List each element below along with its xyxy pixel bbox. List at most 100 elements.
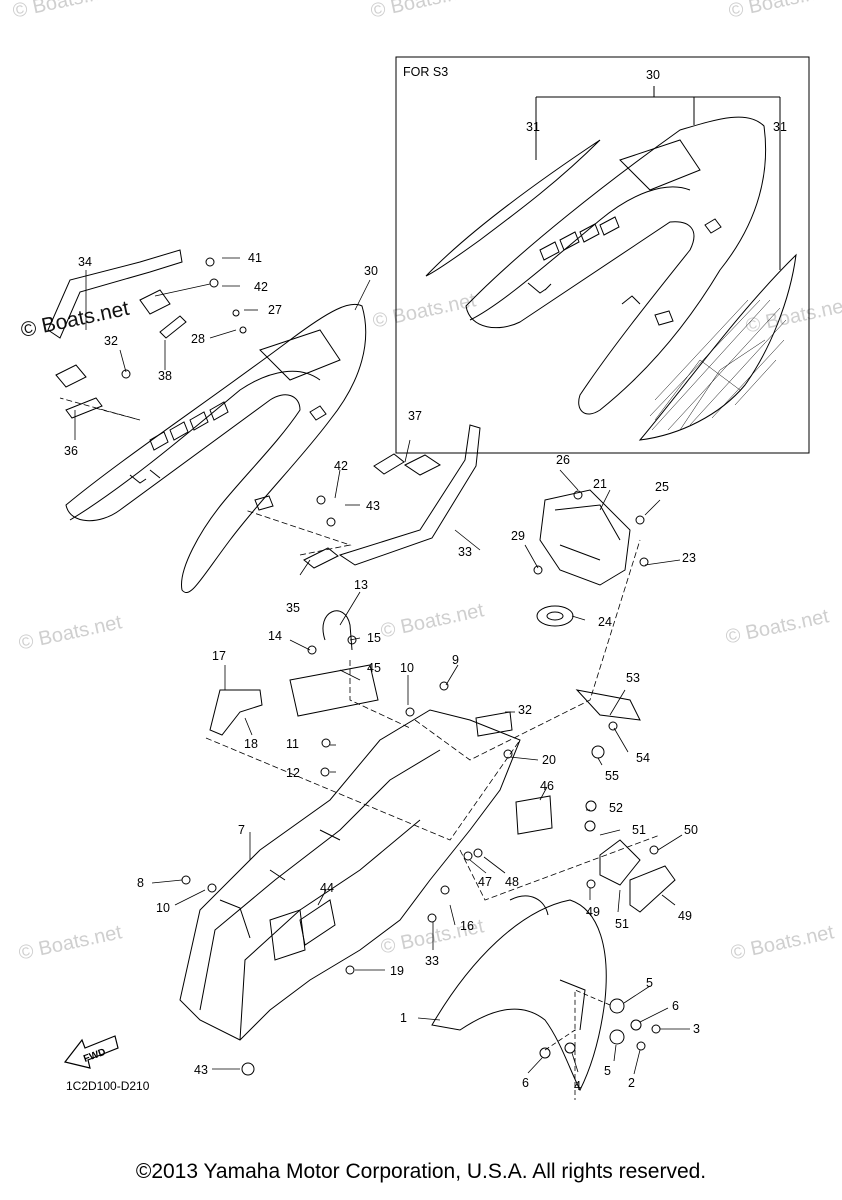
callout-37: 35 [286, 601, 300, 615]
callout-41-mid: 42 [334, 459, 348, 473]
callout-2: 2 [628, 1076, 635, 1090]
callout-41-top: 41 [248, 251, 262, 265]
callout-3: 3 [693, 1022, 700, 1036]
callouts: 30 31 31 34 41 42 27 30 28 32 38 36 37 4… [64, 68, 787, 1093]
front-fender-1 [431, 895, 607, 1092]
cover-45 [289, 664, 379, 717]
reflector-46 [515, 795, 553, 835]
callout-45: 45 [367, 661, 381, 675]
callout-21: 21 [593, 477, 607, 491]
grommet-24 [536, 605, 574, 627]
tail-cowl [65, 303, 367, 593]
bracket-21 [539, 489, 631, 586]
grommet-24-hole [546, 611, 564, 621]
reflector-49 [629, 865, 676, 913]
bracket-55 [575, 689, 641, 721]
grab-bar-left [47, 249, 183, 339]
callout-38: 36 [64, 444, 78, 458]
callout-5-top: 5 [646, 976, 653, 990]
callout-6-right: 6 [672, 999, 679, 1013]
plate-38 [65, 397, 103, 419]
callout-31-inset-right: 31 [773, 120, 787, 134]
callout-56: 54 [636, 751, 650, 765]
drawing-code: 1C2D100-D210 [66, 1079, 150, 1093]
callout-18: 17 [212, 649, 226, 663]
callout-7: 7 [238, 823, 245, 837]
inset-box [395, 56, 810, 454]
callout-12: 11 [286, 737, 299, 751]
plate-40 [159, 315, 187, 339]
callout-28: 28 [191, 332, 205, 346]
collar-5a [609, 998, 625, 1014]
grab-bar-right-mount [404, 454, 441, 476]
callout-25: 25 [655, 480, 669, 494]
callout-9: 9 [452, 653, 459, 667]
washer-6b [539, 1047, 551, 1059]
callout-55: 53 [626, 671, 640, 685]
callout-6-bottom: 6 [522, 1076, 529, 1090]
callout-15: 14 [268, 629, 282, 643]
callout-8-label: 8 [137, 876, 144, 890]
callout-19: 18 [244, 737, 258, 751]
callout-57: 55 [605, 769, 619, 783]
callout-42-top: 42 [254, 280, 268, 294]
inset-variant-label: FOR S3 [403, 65, 448, 79]
callout-24: 24 [598, 615, 612, 629]
rear-fender-7 [179, 709, 521, 1041]
callout-43-label: 43 [194, 1063, 208, 1077]
inset-tail-cowl [465, 116, 767, 415]
grab-bar-right [338, 424, 481, 566]
callout-44: 44 [320, 881, 334, 895]
grab-bar-left-mount [139, 289, 171, 315]
callout-29: 29 [511, 529, 525, 543]
grab-bar-left-foot [55, 364, 87, 388]
plate-39 [373, 453, 405, 475]
callout-31-inset-left: 31 [526, 120, 540, 134]
callout-14: 13 [354, 578, 368, 592]
callout-40: 38 [158, 369, 172, 383]
callout-27: 27 [268, 303, 282, 317]
callout-17: 16 [460, 919, 474, 933]
callout-35: 33 [458, 545, 472, 559]
callout-13: 12 [286, 766, 300, 780]
callout-34: 32 [104, 334, 118, 348]
copyright-notice: ©2013 Yamaha Motor Corporation, U.S.A. A… [135, 1160, 707, 1183]
callout-42-mid: 43 [366, 499, 380, 513]
callout-36: 34 [78, 255, 92, 269]
callout-16: 15 [367, 631, 381, 645]
plate-37 [303, 547, 339, 569]
callout-22: 20 [542, 753, 556, 767]
callout-10-label: 10 [156, 901, 170, 915]
bracket-51 [599, 839, 641, 886]
callout-39: 37 [408, 409, 422, 423]
washer-6a [630, 1019, 642, 1031]
inset-side-panel-left [425, 139, 601, 277]
fwd-arrow-icon: FWD [63, 1035, 119, 1069]
callout-33: 33 [425, 954, 439, 968]
leader-lines [59, 257, 690, 1100]
callout-20: 19 [390, 964, 404, 978]
inset-leaders [535, 86, 781, 270]
callout-51: 51 [615, 917, 629, 931]
bracket-18 [209, 689, 263, 736]
band-14 [322, 610, 353, 651]
callout-52: 50 [684, 823, 698, 837]
callout-30-inset: 30 [646, 68, 660, 82]
callout-11: 10 [400, 661, 414, 675]
callout-46: 46 [540, 779, 554, 793]
callout-30-main: 30 [364, 264, 378, 278]
callout-4: 4 [574, 1079, 581, 1093]
callout-50: 49 [586, 905, 600, 919]
callout-47: 47 [478, 875, 492, 889]
callout-32-label: 32 [518, 703, 532, 717]
callout-23: 23 [682, 551, 696, 565]
callout-26: 26 [556, 453, 570, 467]
callout-54: 52 [609, 801, 623, 815]
bolt-43 [241, 1062, 255, 1076]
callout-1: 1 [400, 1011, 407, 1025]
callout-49: 49 [678, 909, 692, 923]
inset-side-panel-right [638, 253, 797, 441]
collar-5b [609, 1029, 625, 1045]
callout-5-bottom: 5 [604, 1064, 611, 1078]
